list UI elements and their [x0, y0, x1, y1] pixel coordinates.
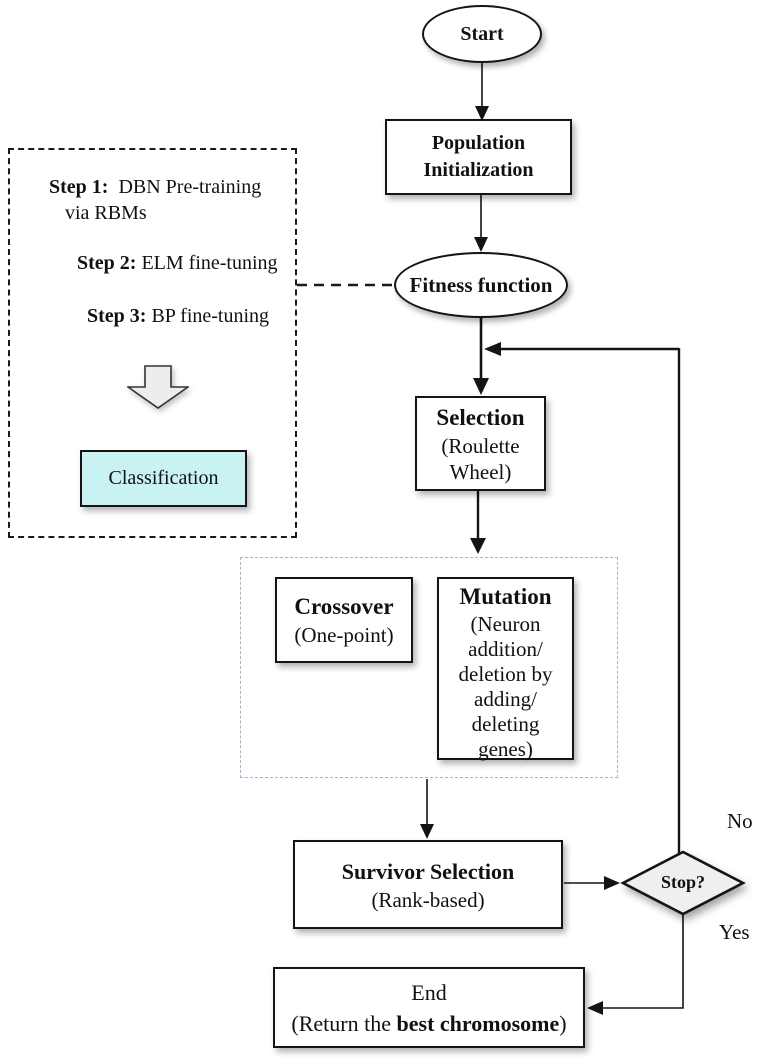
arrow-stop-yes-to-end [587, 915, 684, 1015]
survivor-title: Survivor Selection [341, 858, 515, 884]
population-initialization-node: Population Initialization [385, 119, 572, 195]
stop-label: Stop? [660, 872, 705, 892]
step-3-text: BP fine-tuning [151, 305, 270, 327]
start-label: Start [460, 22, 504, 45]
mutation-line: genes) [478, 737, 533, 761]
end-line2: (Return the best chromosome) [291, 1008, 566, 1039]
survivor-sub: (Rank-based) [371, 887, 485, 912]
mutation-line: adding/ [474, 687, 537, 711]
end-node: End (Return the best chromosome) [273, 967, 585, 1048]
population-line1: Population [431, 132, 526, 154]
step-1-text2: via RBMs [65, 202, 147, 224]
down-block-arrow-icon [127, 365, 189, 409]
step-2-label: Step 2: [77, 252, 137, 274]
step-1-line2: via RBMs [65, 202, 147, 225]
selection-title: Selection [436, 404, 525, 430]
arrow-start-to-population [475, 63, 489, 121]
arrow-fitness-to-selection [473, 318, 489, 395]
step-3-line: Step 3: BP fine-tuning [87, 305, 269, 328]
mutation-line: deleting [471, 712, 540, 736]
crossover-sub: (One-point) [294, 623, 394, 647]
step-1-text: DBN Pre-training [118, 176, 262, 198]
mutation-line: (Neuron [470, 612, 541, 636]
arrow-population-to-fitness [474, 195, 488, 252]
step-2-text: ELM fine-tuning [141, 252, 278, 274]
edge-label-yes: Yes [719, 920, 750, 944]
arrow-survivor-to-stop [564, 876, 620, 890]
mutation-line: deletion by [458, 662, 553, 686]
step-1-label: Step 1: [49, 176, 109, 198]
classification-label: Classification [108, 467, 219, 489]
step-2-line: Step 2: ELM fine-tuning [77, 252, 278, 275]
crossover-node: Crossover (One-point) [275, 577, 413, 663]
dbn-steps-panel: Step 1: DBN Pre-training via RBMs Step 2… [8, 148, 297, 538]
arrow-selection-to-operators [470, 491, 486, 554]
fitness-function-node: Fitness function [394, 252, 568, 318]
selection-sub1: (Roulette [441, 433, 520, 458]
selection-node: Selection (Roulette Wheel) [415, 396, 546, 491]
survivor-selection-node: Survivor Selection (Rank-based) [293, 840, 563, 929]
crossover-title: Crossover [294, 594, 394, 619]
selection-sub2: Wheel) [449, 459, 512, 484]
end-line1: End [411, 979, 447, 1005]
feedback-no-line [484, 342, 681, 853]
start-node: Start [422, 5, 542, 63]
step-3-label: Step 3: [87, 305, 147, 327]
ga-operators-panel [240, 557, 618, 778]
mutation-node: Mutation (Neuron addition/ deletion by a… [437, 577, 574, 761]
step-1-line: Step 1: DBN Pre-training [49, 176, 261, 199]
stop-decision-diamond [620, 850, 746, 916]
fitness-label: Fitness function [409, 272, 553, 297]
end-line2-prefix: (Return the [291, 1010, 397, 1036]
end-line2-bold: best chromosome [396, 1010, 560, 1036]
mutation-line: addition/ [468, 637, 543, 661]
arrow-operators-to-survivor [420, 779, 434, 839]
edge-label-no: No [727, 809, 753, 833]
classification-node: Classification [80, 450, 247, 507]
mutation-title: Mutation [459, 584, 552, 609]
population-line2: Initialization [423, 159, 534, 181]
end-line2-suffix: ) [559, 1010, 567, 1036]
